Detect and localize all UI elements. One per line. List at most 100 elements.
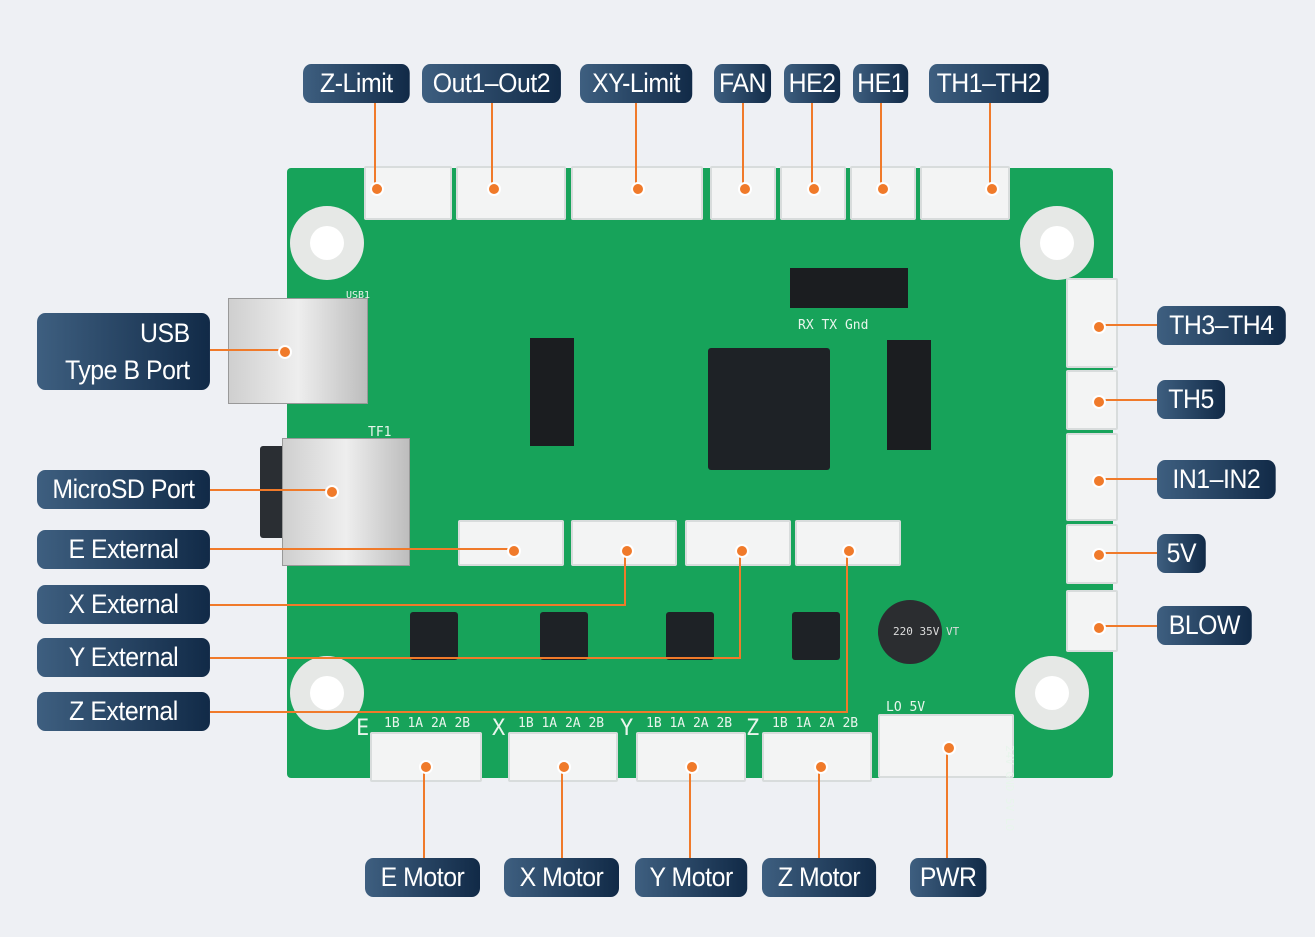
- axis-e: E: [356, 716, 370, 741]
- leader-dot: [738, 182, 752, 196]
- leader-line: [374, 102, 376, 187]
- pins-e: 1B 1A 2A 2B: [384, 716, 471, 731]
- microsd-slot: [282, 438, 410, 566]
- pins-y: 1B 1A 2A 2B: [646, 716, 733, 731]
- leader-line: [946, 746, 948, 858]
- label-z-limit: Z-Limit: [303, 64, 410, 103]
- label-in1-in2: IN1–IN2: [1157, 460, 1276, 499]
- capacitor: [878, 600, 942, 664]
- leader-dot: [807, 182, 821, 196]
- label-usb-line1: USB: [140, 317, 190, 348]
- label-5v: 5V: [1157, 534, 1206, 573]
- y-external-connector: [685, 520, 791, 566]
- leader-line: [742, 102, 744, 187]
- z-motor-connector: [762, 732, 872, 782]
- leader-line: [210, 711, 847, 713]
- e-external-connector: [458, 520, 564, 566]
- label-z-external: Z External: [37, 692, 210, 731]
- driver-chip-e: [410, 612, 458, 660]
- leader-dot: [876, 182, 890, 196]
- mounting-hole: [1015, 656, 1089, 730]
- blow-connector: [1066, 590, 1118, 652]
- pins-z: 1B 1A 2A 2B: [772, 716, 859, 731]
- leader-line: [1097, 552, 1157, 554]
- leader-dot: [1092, 621, 1106, 635]
- label-pwr: PWR: [910, 858, 987, 897]
- leader-line: [635, 102, 637, 187]
- 5v-connector: [1066, 524, 1118, 584]
- leader-line: [1097, 478, 1157, 480]
- axis-z: Z: [746, 716, 760, 741]
- leader-dot: [1092, 548, 1106, 562]
- label-out1-out2: Out1–Out2: [422, 64, 561, 103]
- leader-dot: [814, 760, 828, 774]
- label-fan: FAN: [714, 64, 772, 103]
- label-he2: HE2: [784, 64, 841, 103]
- mounting-hole: [1020, 206, 1094, 280]
- pins-x: 1B 1A 2A 2B: [518, 716, 605, 731]
- capacitor-text: 220 35V VT: [893, 625, 960, 638]
- leader-line: [1097, 625, 1157, 627]
- pin-header: [887, 340, 931, 450]
- usb-silk: USB1: [346, 290, 371, 301]
- leader-dot: [620, 544, 634, 558]
- leader-dot: [1092, 474, 1106, 488]
- driver-chip-z: [792, 612, 840, 660]
- leader-dot: [1092, 395, 1106, 409]
- leader-dot: [557, 760, 571, 774]
- leader-dot: [842, 544, 856, 558]
- mounting-hole: [290, 206, 364, 280]
- z-external-connector: [795, 520, 901, 566]
- label-xy-limit: XY-Limit: [580, 64, 693, 103]
- label-y-external: Y External: [37, 638, 210, 677]
- label-x-external: X External: [37, 585, 210, 624]
- label-y-motor: Y Motor: [635, 858, 748, 897]
- leader-line: [811, 102, 813, 187]
- leader-dot: [278, 345, 292, 359]
- leader-line: [1097, 399, 1157, 401]
- leader-line: [846, 549, 848, 713]
- label-z-motor: Z Motor: [762, 858, 877, 897]
- leader-line: [210, 604, 625, 606]
- leader-line: [561, 765, 563, 858]
- pcb-board: [287, 168, 1113, 778]
- pwr-side-silk: 24V GND 5V LO: [1003, 745, 1016, 832]
- leader-line: [210, 657, 740, 659]
- label-he1: HE1: [853, 64, 909, 103]
- leader-dot: [631, 182, 645, 196]
- leader-dot: [487, 182, 501, 196]
- label-usb-type-b: USB Type B Port: [37, 313, 210, 390]
- mounting-hole: [290, 656, 364, 730]
- pwr-top-silk: LO 5V: [886, 700, 926, 715]
- jumper-header: [530, 338, 574, 446]
- driver-chip-y: [666, 612, 714, 660]
- leader-line: [624, 549, 626, 606]
- e-motor-connector: [370, 732, 482, 782]
- label-usb-line2: Type B Port: [64, 354, 190, 385]
- leader-line: [210, 349, 283, 351]
- out-connector: [456, 166, 566, 220]
- axis-y: Y: [620, 716, 634, 741]
- uart-header: [790, 268, 908, 308]
- label-blow: BLOW: [1157, 606, 1252, 645]
- leader-dot: [735, 544, 749, 558]
- label-x-motor: X Motor: [504, 858, 619, 897]
- leader-line: [739, 549, 741, 659]
- driver-chip-x: [540, 612, 588, 660]
- leader-line: [818, 765, 820, 858]
- uart-silk: RX TX Gnd: [798, 318, 869, 333]
- leader-line: [989, 102, 991, 187]
- y-motor-connector: [636, 732, 746, 782]
- label-e-external: E External: [37, 530, 210, 569]
- leader-dot: [419, 760, 433, 774]
- leader-dot: [1092, 320, 1106, 334]
- leader-line: [423, 765, 425, 858]
- axis-x: X: [492, 716, 506, 741]
- label-microsd-port: MicroSD Port: [37, 470, 210, 509]
- leader-dot: [507, 544, 521, 558]
- leader-line: [880, 102, 882, 187]
- leader-dot: [942, 741, 956, 755]
- label-e-motor: E Motor: [365, 858, 480, 897]
- leader-dot: [985, 182, 999, 196]
- leader-dot: [370, 182, 384, 196]
